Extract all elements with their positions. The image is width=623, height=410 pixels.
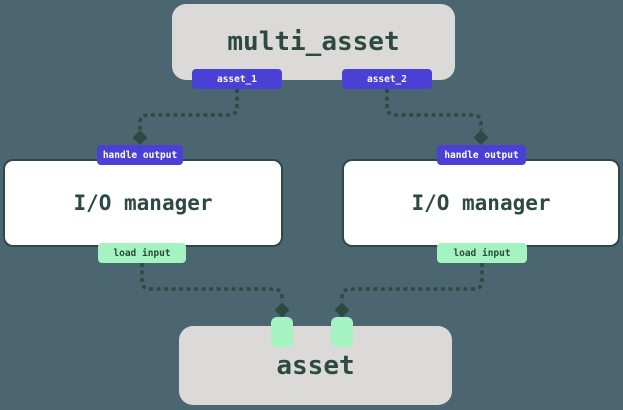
handle-output-badge-right: handle output — [437, 145, 526, 165]
asset-input-port-right — [331, 317, 353, 347]
diamond-arrowhead — [334, 302, 350, 318]
output-badge-asset-2: asset_2 — [342, 69, 432, 89]
edge-right-io-to-asset-port — [340, 263, 484, 302]
output-badge-asset-1-label: asset_1 — [216, 73, 258, 85]
diamond-arrowhead — [132, 130, 148, 145]
asset-label: asset — [276, 350, 355, 381]
multi-asset-node: multi_asset — [172, 4, 455, 80]
edge-left-io-to-asset-port — [140, 263, 284, 302]
handle-output-badge-left-label: handle output — [102, 149, 178, 161]
load-input-badge-right: load input — [437, 243, 527, 263]
asset-node: asset — [179, 326, 452, 405]
asset-input-port-left — [271, 317, 293, 347]
load-input-badge-left-label: load input — [113, 247, 171, 259]
output-badge-asset-1: asset_1 — [192, 69, 282, 89]
diamond-arrowhead — [274, 302, 290, 318]
handle-output-badge-left: handle output — [97, 145, 183, 165]
edge-asset1-to-left-io — [138, 89, 239, 130]
edge-asset2-to-right-io — [385, 89, 483, 130]
diamond-arrowhead — [473, 130, 489, 145]
load-input-badge-right-label: load input — [453, 247, 511, 259]
io-manager-right-node: I/O manager — [342, 159, 620, 247]
io-manager-left-node: I/O manager — [3, 159, 283, 247]
io-manager-right-label: I/O manager — [411, 191, 551, 215]
output-badge-asset-2-label: asset_2 — [366, 73, 408, 85]
multi-asset-label: multi_asset — [227, 27, 400, 57]
handle-output-badge-right-label: handle output — [444, 149, 519, 161]
io-manager-left-label: I/O manager — [73, 191, 213, 215]
load-input-badge-left: load input — [98, 243, 186, 263]
